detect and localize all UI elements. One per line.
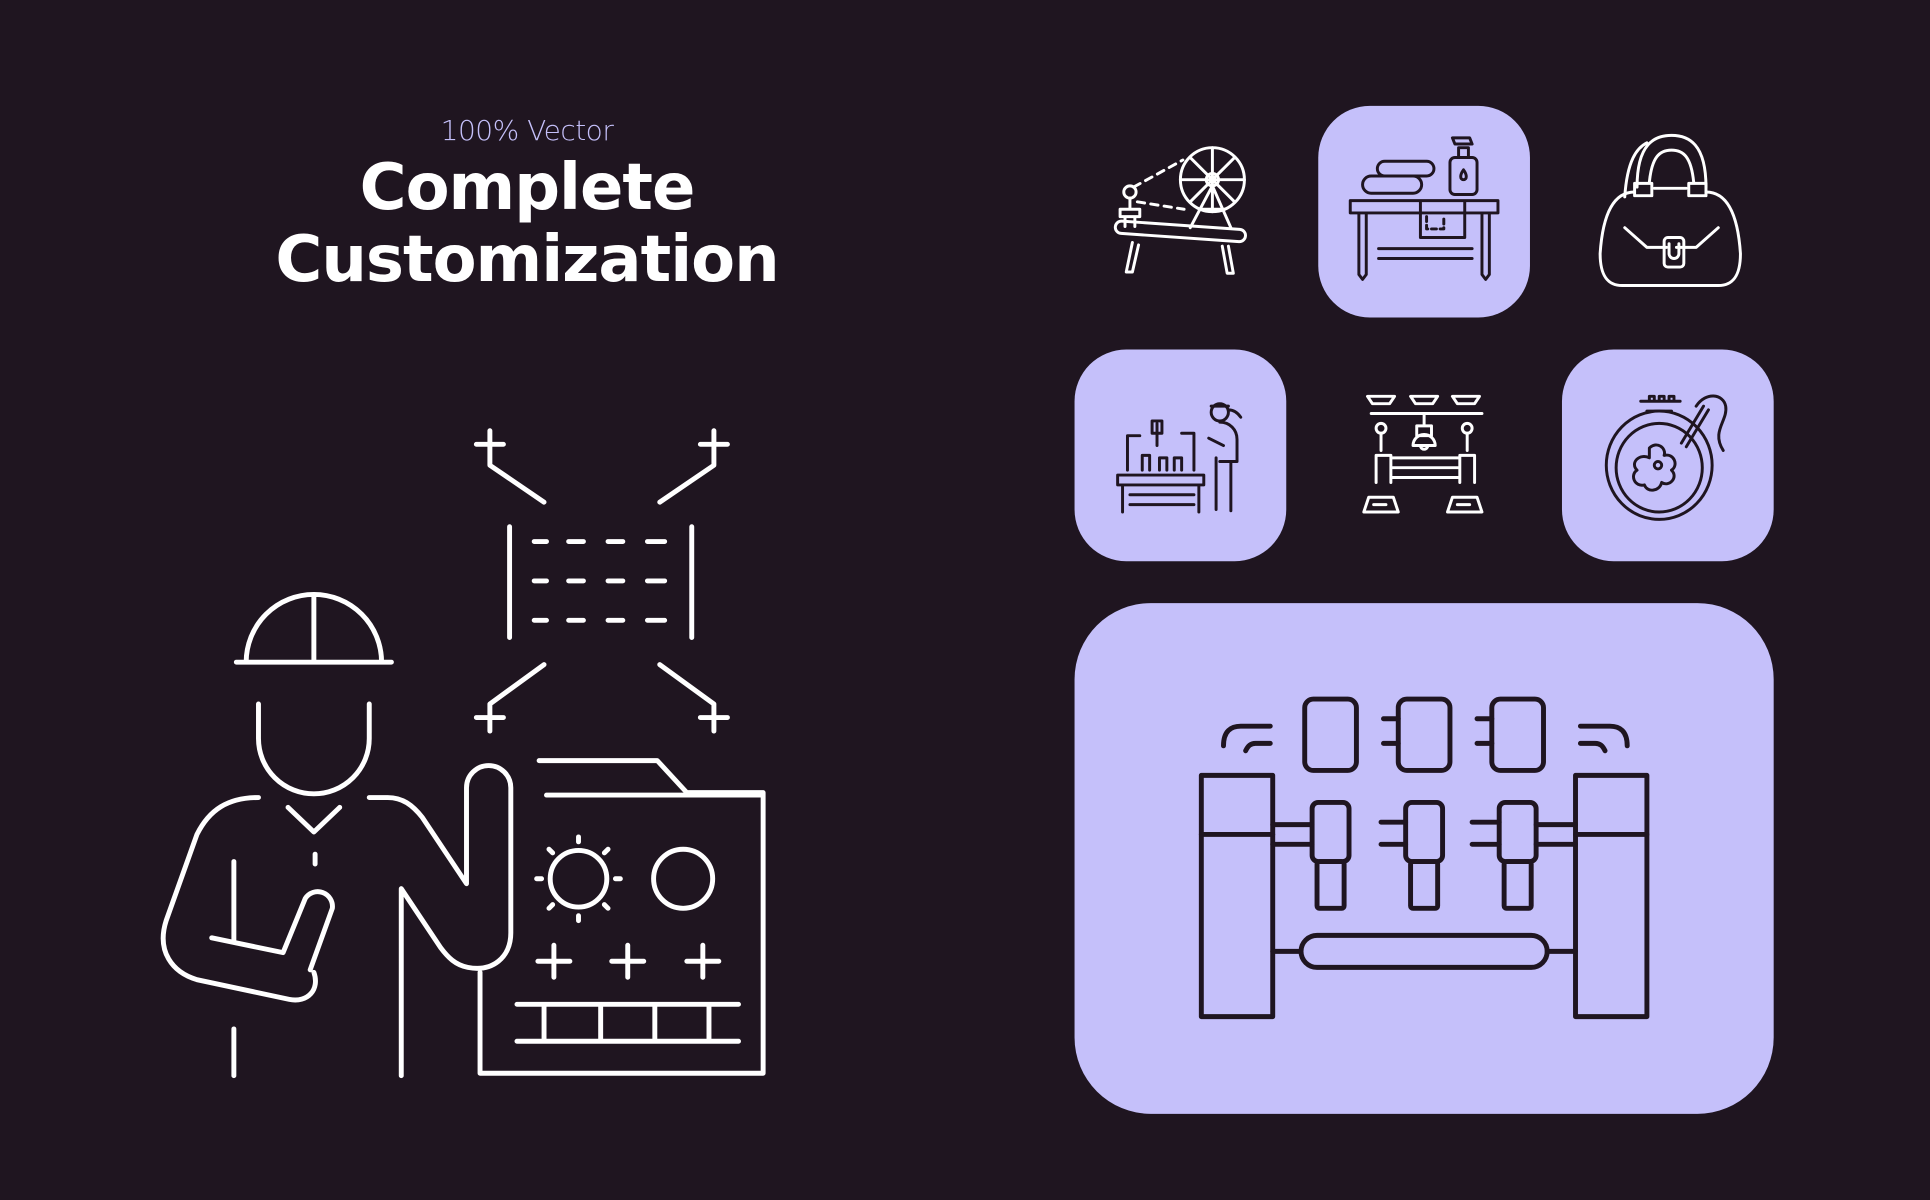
- spinning-wheel-icon: [1113, 146, 1247, 275]
- handbag-icon: [1598, 133, 1742, 288]
- eyebrow-text: 100% Vector: [440, 114, 614, 147]
- textile-machine-icon: [1198, 696, 1650, 1020]
- title-line-1: Complete: [359, 151, 696, 225]
- title-line-2: Customization: [275, 223, 779, 297]
- textile-machine-card: [1074, 603, 1774, 1114]
- page-title: Complete Customization: [0, 152, 1054, 296]
- assembly-machine-icon: [1362, 394, 1484, 514]
- worker-card: [1074, 349, 1287, 562]
- worker-at-machine-icon: [1116, 402, 1243, 514]
- engineer-with-control-panel-icon: [160, 428, 766, 1079]
- workbench-with-towels-and-spray-icon: [1348, 136, 1500, 281]
- embroidery-hoop-icon: [1604, 394, 1728, 521]
